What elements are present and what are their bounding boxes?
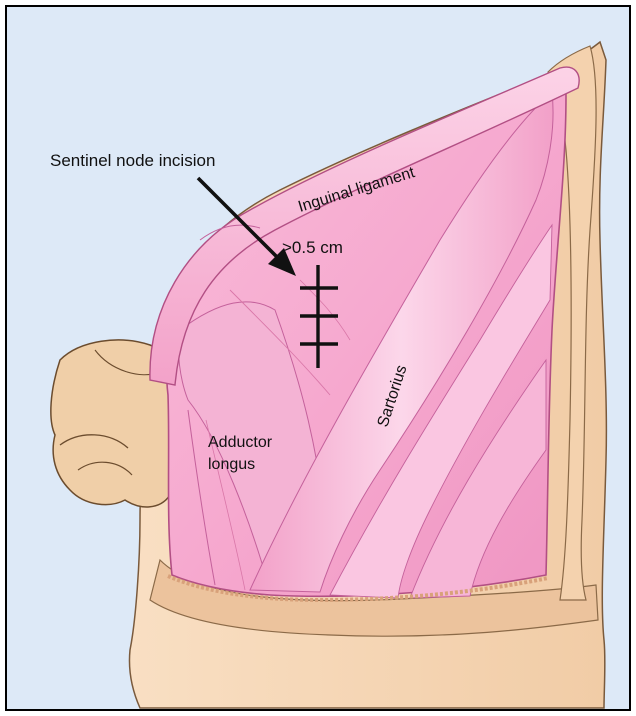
adductor-label-line1: Adductor bbox=[208, 434, 273, 451]
adductor-label-line2: longus bbox=[208, 456, 255, 473]
distance-label: >0.5 cm bbox=[282, 238, 343, 257]
sentinel-node-label: Sentinel node incision bbox=[50, 151, 215, 170]
